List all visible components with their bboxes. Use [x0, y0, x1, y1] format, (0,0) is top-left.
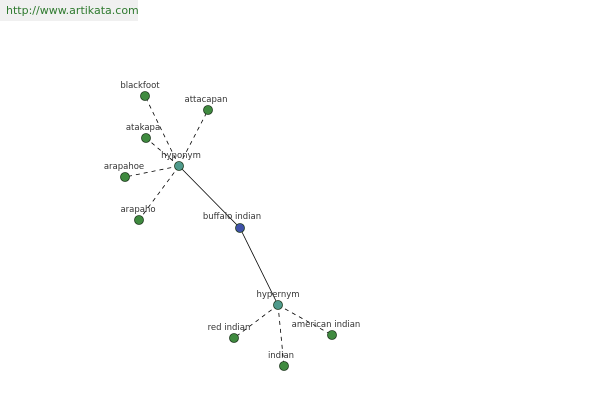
term-label-blackfoot: blackfoot — [120, 81, 160, 91]
term-label-atakapa: atakapa — [126, 123, 160, 133]
edge-center-hypernym — [239, 227, 279, 306]
term-node-red-indian[interactable] — [229, 333, 239, 343]
center-label: buffalo indian — [203, 212, 261, 222]
edge-hyponym-blackfoot — [144, 95, 180, 167]
edge-hypernym-red-indian — [233, 304, 279, 339]
relation-label-hypernym: hypernym — [256, 290, 299, 300]
term-node-indian[interactable] — [279, 361, 289, 371]
relation-node-hypernym[interactable] — [273, 300, 283, 310]
term-node-attacapan[interactable] — [203, 105, 213, 115]
relation-label-hyponym: hyponym — [161, 151, 201, 161]
term-node-american-indian[interactable] — [327, 330, 337, 340]
term-label-red-indian: red indian — [208, 323, 251, 333]
center-node[interactable] — [235, 223, 245, 233]
term-label-attacapan: attacapan — [185, 95, 228, 105]
term-label-indian: indian — [268, 351, 294, 361]
term-node-arapahoe[interactable] — [120, 172, 130, 182]
source-url[interactable]: http://www.artikata.com — [0, 0, 139, 21]
edge-hypernym-indian — [277, 304, 285, 367]
term-label-arapaho: arapaho — [120, 205, 155, 215]
term-node-atakapa[interactable] — [141, 133, 151, 143]
edge-hyponym-arapaho — [138, 165, 180, 221]
edge-center-hyponym — [178, 165, 241, 229]
relation-node-hyponym[interactable] — [174, 161, 184, 171]
term-label-american-indian: american indian — [292, 320, 361, 330]
term-node-blackfoot[interactable] — [140, 91, 150, 101]
term-node-arapaho[interactable] — [134, 215, 144, 225]
edge-hyponym-attacapan — [178, 109, 209, 167]
edge-hypernym-american-indian — [277, 304, 333, 336]
term-label-arapahoe: arapahoe — [104, 162, 144, 172]
edge-hyponym-arapahoe — [124, 165, 180, 178]
